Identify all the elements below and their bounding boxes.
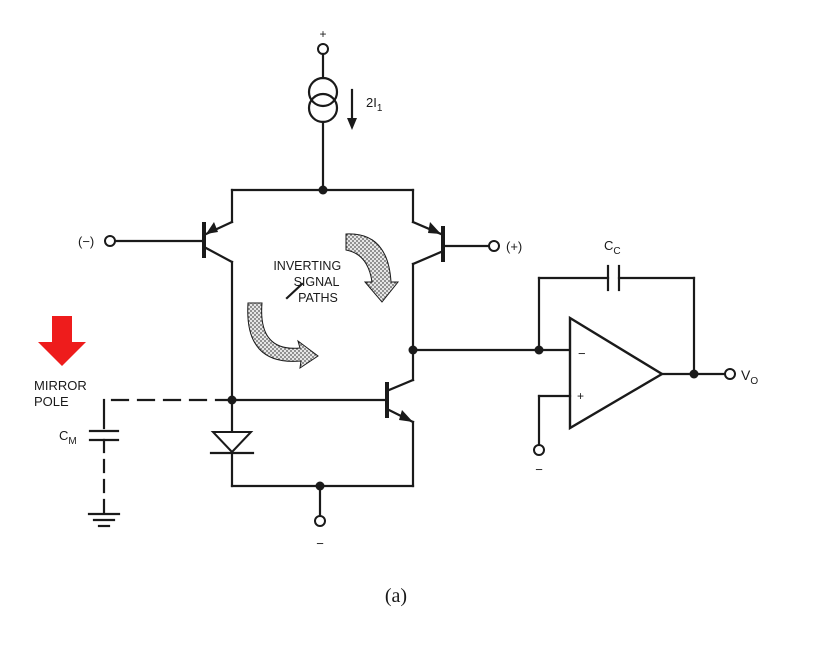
inverting-input-terminal[interactable] xyxy=(104,235,116,247)
supply-minus-label: − xyxy=(316,536,324,551)
cc-label: CC xyxy=(604,238,621,257)
opamp-ground-terminal xyxy=(533,444,545,456)
noninverting-input-terminal[interactable] xyxy=(488,240,500,252)
current-direction-arrow xyxy=(347,88,357,130)
left-input-transistor xyxy=(202,188,234,402)
vo-output-terminal[interactable] xyxy=(724,368,736,380)
output-dot xyxy=(689,369,699,379)
signal-path-arrow-left xyxy=(247,302,319,370)
output-node-dot xyxy=(408,345,418,355)
figure-caption: (a) xyxy=(385,585,407,607)
vo-label: VO xyxy=(741,367,758,387)
signal-paths-label: INVERTING SIGNAL PATHS xyxy=(273,259,344,305)
right-input-transistor xyxy=(411,188,445,382)
cm-label: CM xyxy=(59,428,77,447)
negative-supply-terminal xyxy=(314,515,326,527)
noninverting-input-label: (+) xyxy=(506,239,522,254)
opamp-minus-sign: − xyxy=(578,346,586,361)
mirror-output-transistor xyxy=(385,378,415,488)
opamp: − + xyxy=(568,315,665,431)
opamp-plus-sign: + xyxy=(577,389,584,403)
current-source-label: 2I1 xyxy=(366,95,383,114)
positive-supply-terminal: + xyxy=(317,27,329,55)
signal-path-arrow-right xyxy=(345,233,400,303)
current-source xyxy=(307,76,339,124)
mirror-diode xyxy=(209,398,255,488)
compensation-capacitor xyxy=(537,264,696,376)
mirror-pole-label: MIRROR POLE xyxy=(34,378,90,409)
mirror-pole-capacitance xyxy=(87,398,234,528)
supply-plus-label: + xyxy=(319,27,326,41)
ground-minus-label: − xyxy=(535,462,543,477)
red-down-arrow-icon xyxy=(38,316,86,366)
junction-dot xyxy=(318,185,328,195)
inverting-input-label: (−) xyxy=(78,234,94,249)
